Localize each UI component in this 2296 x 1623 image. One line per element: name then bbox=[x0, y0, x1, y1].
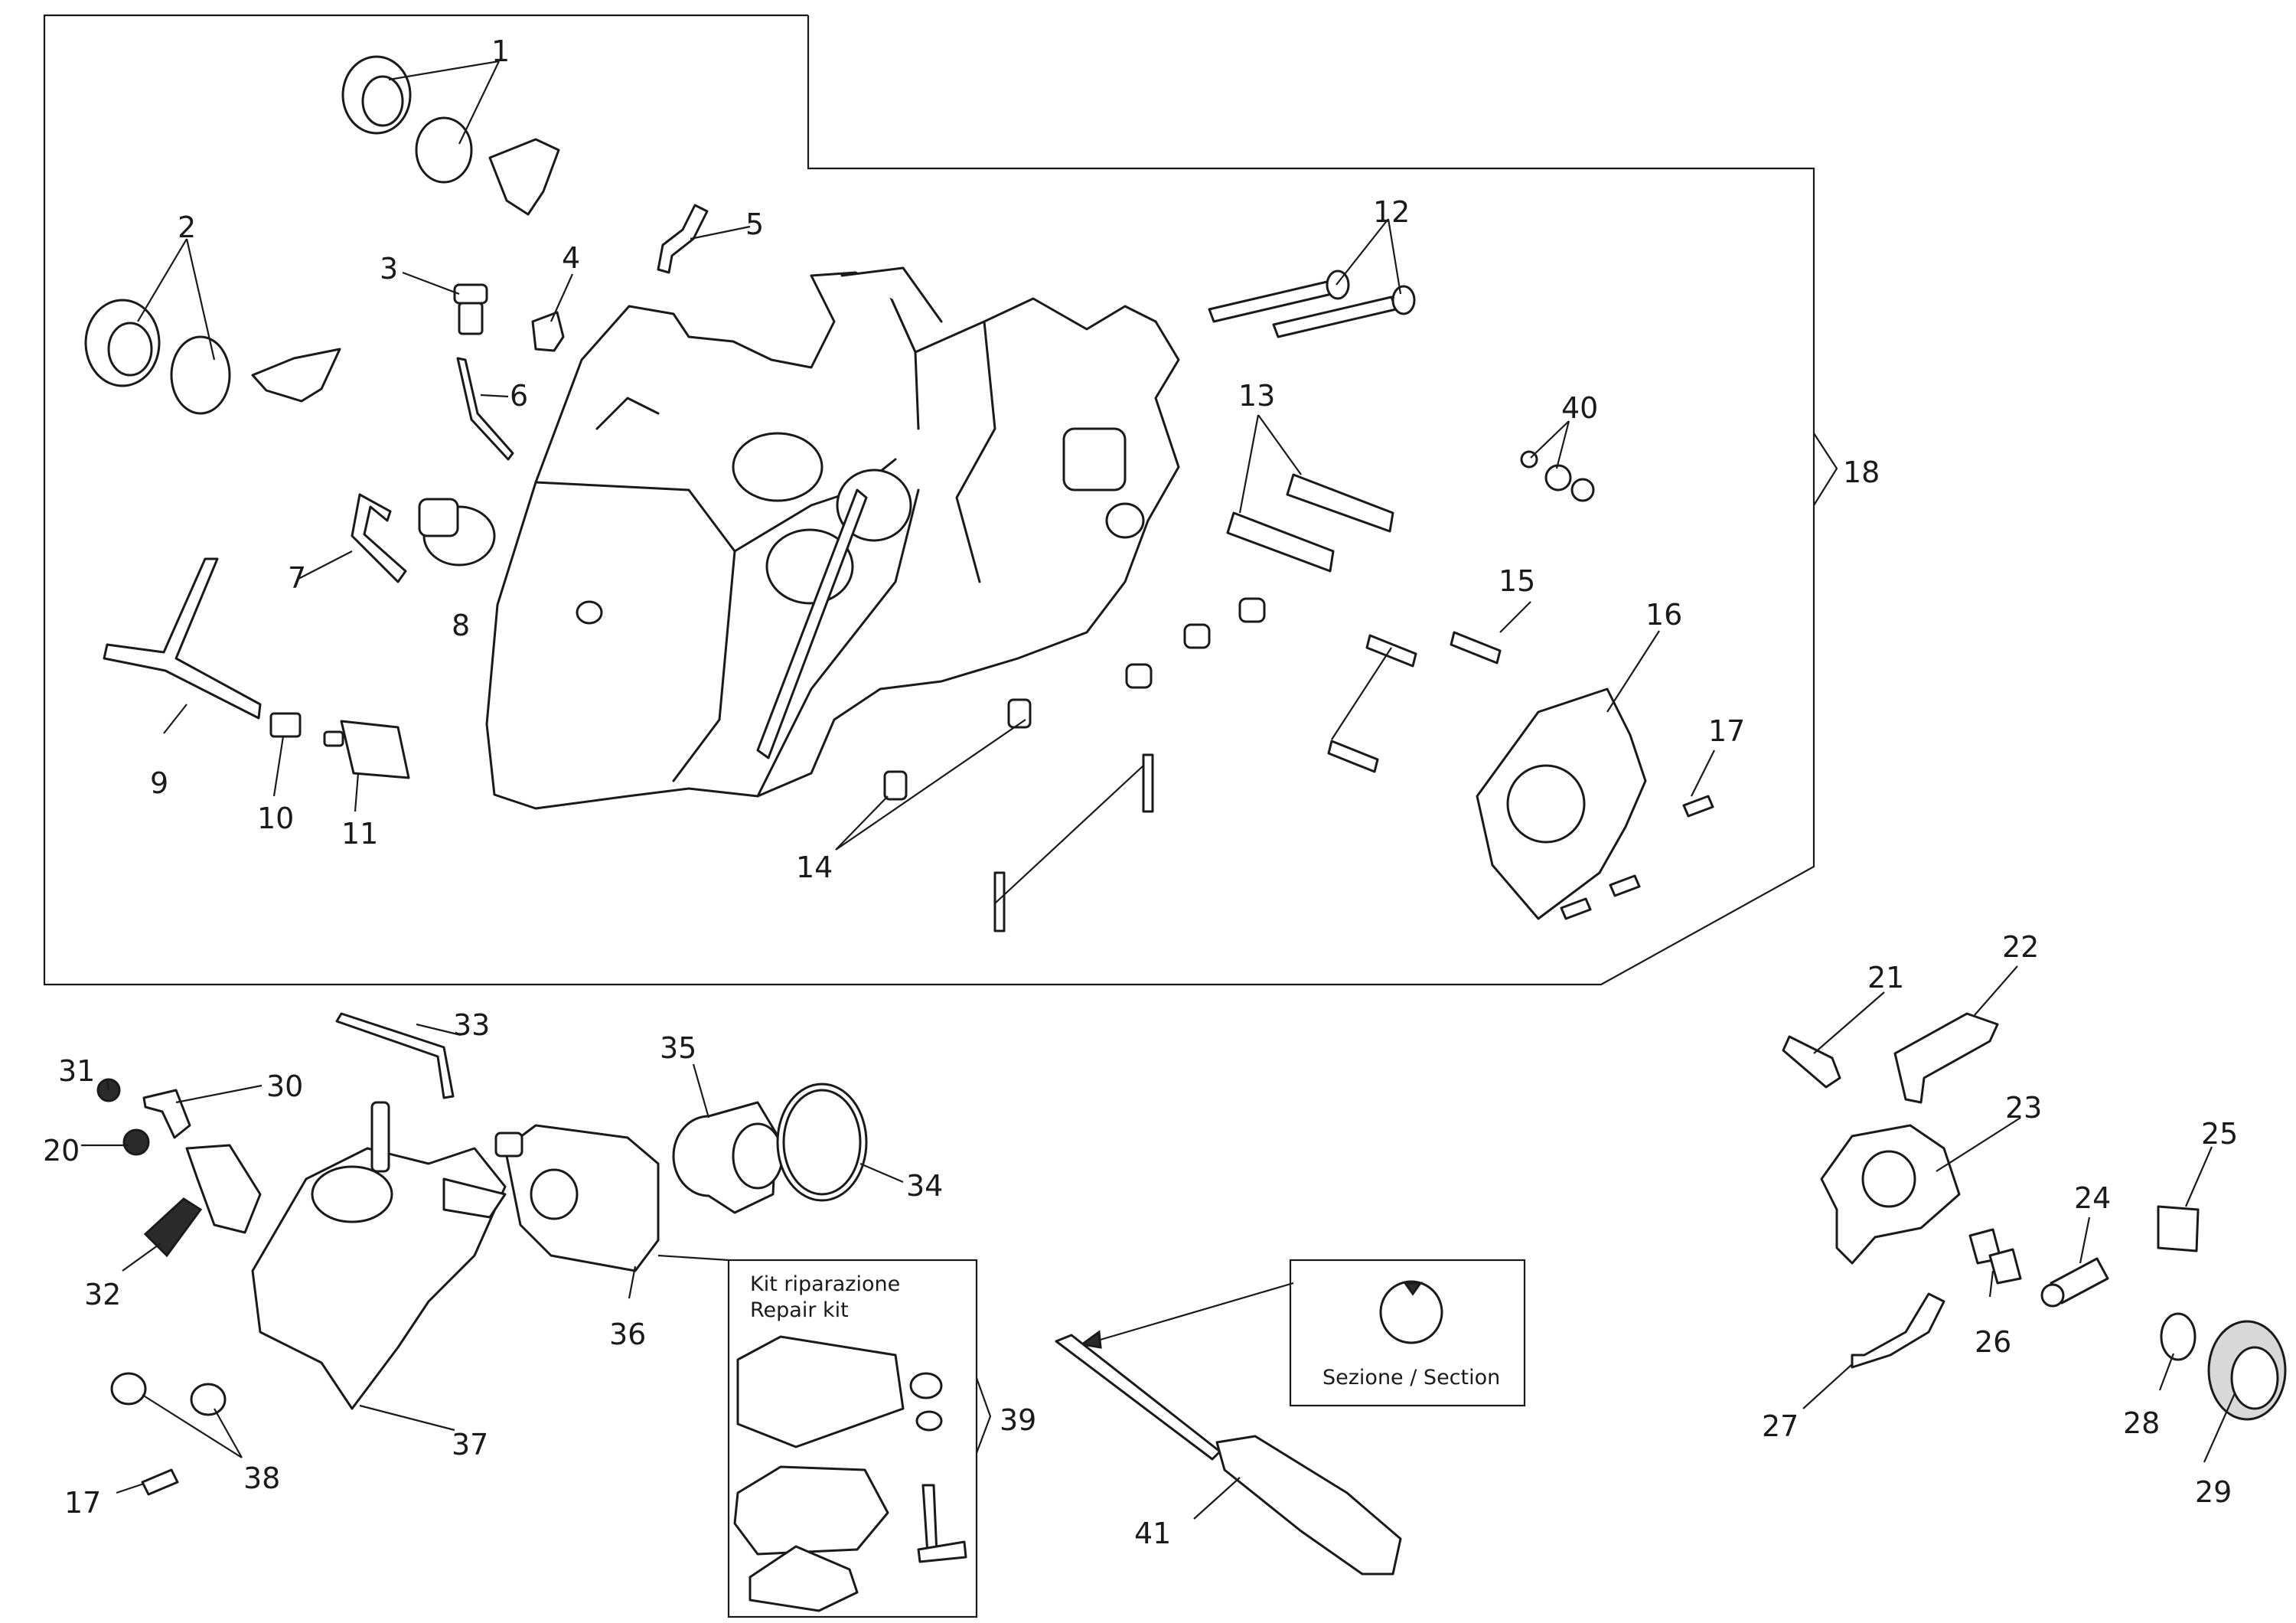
callout-11: 11 bbox=[341, 817, 378, 851]
callout-7: 7 bbox=[288, 561, 306, 595]
assembly-18-bracket bbox=[1813, 433, 1838, 506]
part-7-hose bbox=[351, 493, 407, 583]
callout-34: 34 bbox=[906, 1169, 943, 1203]
part-6-hose bbox=[456, 357, 514, 461]
part-11-fuel-filter bbox=[323, 720, 410, 779]
callout-28: 28 bbox=[2123, 1406, 2160, 1440]
callout-17-lower: 17 bbox=[64, 1486, 101, 1520]
callout-22: 22 bbox=[2002, 930, 2039, 964]
part-2-oil-cap bbox=[84, 299, 341, 415]
callout-21: 21 bbox=[1867, 961, 1904, 994]
callout-20: 20 bbox=[43, 1134, 80, 1167]
callout-39: 39 bbox=[1000, 1403, 1036, 1437]
callout-6: 6 bbox=[510, 379, 528, 413]
part-30-clamp bbox=[142, 1089, 191, 1139]
repair-kit-box bbox=[727, 1259, 978, 1618]
part-13-studs bbox=[1226, 473, 1394, 573]
callout-37: 37 bbox=[452, 1428, 488, 1461]
callout-23: 23 bbox=[2005, 1091, 2042, 1125]
callout-12: 12 bbox=[1373, 195, 1410, 229]
callout-26: 26 bbox=[1975, 1325, 2011, 1359]
part-34-hose-clamp bbox=[776, 1083, 868, 1202]
main-assembly-frame bbox=[43, 14, 1815, 986]
part-33-rod bbox=[335, 1012, 455, 1099]
part-32-throttle-lever bbox=[143, 1144, 262, 1258]
callout-3: 3 bbox=[380, 252, 398, 286]
part-36-carburetor bbox=[494, 1124, 660, 1272]
part-40-screw-and-rings bbox=[1520, 450, 1595, 502]
callout-29: 29 bbox=[2195, 1475, 2232, 1509]
section-circle bbox=[1379, 1280, 1443, 1344]
callout-38: 38 bbox=[243, 1461, 280, 1495]
callout-5: 5 bbox=[745, 207, 764, 241]
part-38-nuts bbox=[110, 1372, 227, 1416]
part-26-screws bbox=[1968, 1228, 2022, 1285]
part-25-sleeve bbox=[2157, 1205, 2200, 1252]
callout-14: 14 bbox=[796, 851, 833, 884]
part-27-oil-hose bbox=[1851, 1292, 1945, 1369]
callout-4: 4 bbox=[562, 241, 580, 275]
leader-lines bbox=[81, 60, 2236, 1520]
callout-1: 1 bbox=[491, 34, 510, 68]
callout-13: 13 bbox=[1238, 379, 1275, 413]
callout-16: 16 bbox=[1645, 598, 1682, 632]
part-28-ring bbox=[2160, 1312, 2197, 1361]
part-29-worm-gear bbox=[2207, 1320, 2287, 1421]
part-5-hose bbox=[657, 204, 709, 274]
callout-24: 24 bbox=[2074, 1181, 2111, 1215]
callout-36: 36 bbox=[609, 1318, 646, 1351]
callout-25: 25 bbox=[2201, 1117, 2238, 1151]
part-15-bolts bbox=[1327, 631, 1502, 773]
part-17-lower-screw bbox=[141, 1468, 179, 1496]
section-notch bbox=[1403, 1282, 1423, 1296]
section-arrow-head bbox=[1079, 1330, 1102, 1349]
part-16-gasket-hole bbox=[1506, 764, 1586, 844]
repair-kit-title: Kit riparazione bbox=[750, 1272, 900, 1296]
callout-40: 40 bbox=[1561, 391, 1598, 425]
callout-33: 33 bbox=[453, 1008, 490, 1042]
part-4-grommet bbox=[531, 311, 565, 352]
part-41-tool bbox=[1055, 1334, 1402, 1576]
part-17-screws bbox=[1560, 795, 1714, 920]
part-23-oil-pump bbox=[1820, 1124, 1961, 1265]
part-12-long-bolts bbox=[1208, 269, 1416, 338]
part-10-sleeve bbox=[269, 712, 302, 738]
section-arrow-line bbox=[1089, 1282, 1294, 1344]
part-20-screw bbox=[122, 1128, 150, 1156]
part-21-screw bbox=[1782, 1035, 1841, 1089]
callout-18: 18 bbox=[1843, 456, 1880, 489]
section-box bbox=[1289, 1259, 1526, 1407]
part-9-fuel-hose bbox=[103, 557, 262, 720]
repair-kit-parts bbox=[733, 1335, 967, 1612]
callout-labels: 1 2 3 4 5 6 7 8 9 10 11 12 13 14 15 16 1… bbox=[43, 34, 2238, 1550]
repair-kit-subtitle: Repair kit bbox=[750, 1298, 849, 1322]
part-22-oil-line bbox=[1893, 1012, 1999, 1104]
callout-27: 27 bbox=[1762, 1409, 1799, 1443]
part-24-fitting bbox=[2040, 1257, 2109, 1308]
callout-9: 9 bbox=[150, 766, 168, 800]
callout-31: 31 bbox=[58, 1054, 95, 1088]
callout-30: 30 bbox=[266, 1069, 303, 1103]
callout-15: 15 bbox=[1499, 564, 1535, 598]
callout-17: 17 bbox=[1708, 714, 1745, 748]
part-1-fuel-cap bbox=[341, 55, 560, 216]
part-35-intake-manifold bbox=[672, 1101, 784, 1214]
callout-10: 10 bbox=[257, 802, 294, 835]
kit-39-bracket bbox=[975, 1377, 992, 1454]
callout-2: 2 bbox=[178, 211, 196, 244]
section-label: Sezione / Section bbox=[1322, 1366, 1500, 1390]
part-8-primer-bulb bbox=[418, 498, 496, 567]
callout-8: 8 bbox=[452, 609, 470, 642]
callout-32: 32 bbox=[84, 1278, 121, 1311]
part-37-air-box bbox=[251, 1101, 507, 1410]
callout-35: 35 bbox=[660, 1031, 696, 1065]
part-3-valve bbox=[453, 283, 488, 335]
crankcase-body bbox=[485, 266, 1180, 810]
callout-41: 41 bbox=[1134, 1517, 1171, 1550]
